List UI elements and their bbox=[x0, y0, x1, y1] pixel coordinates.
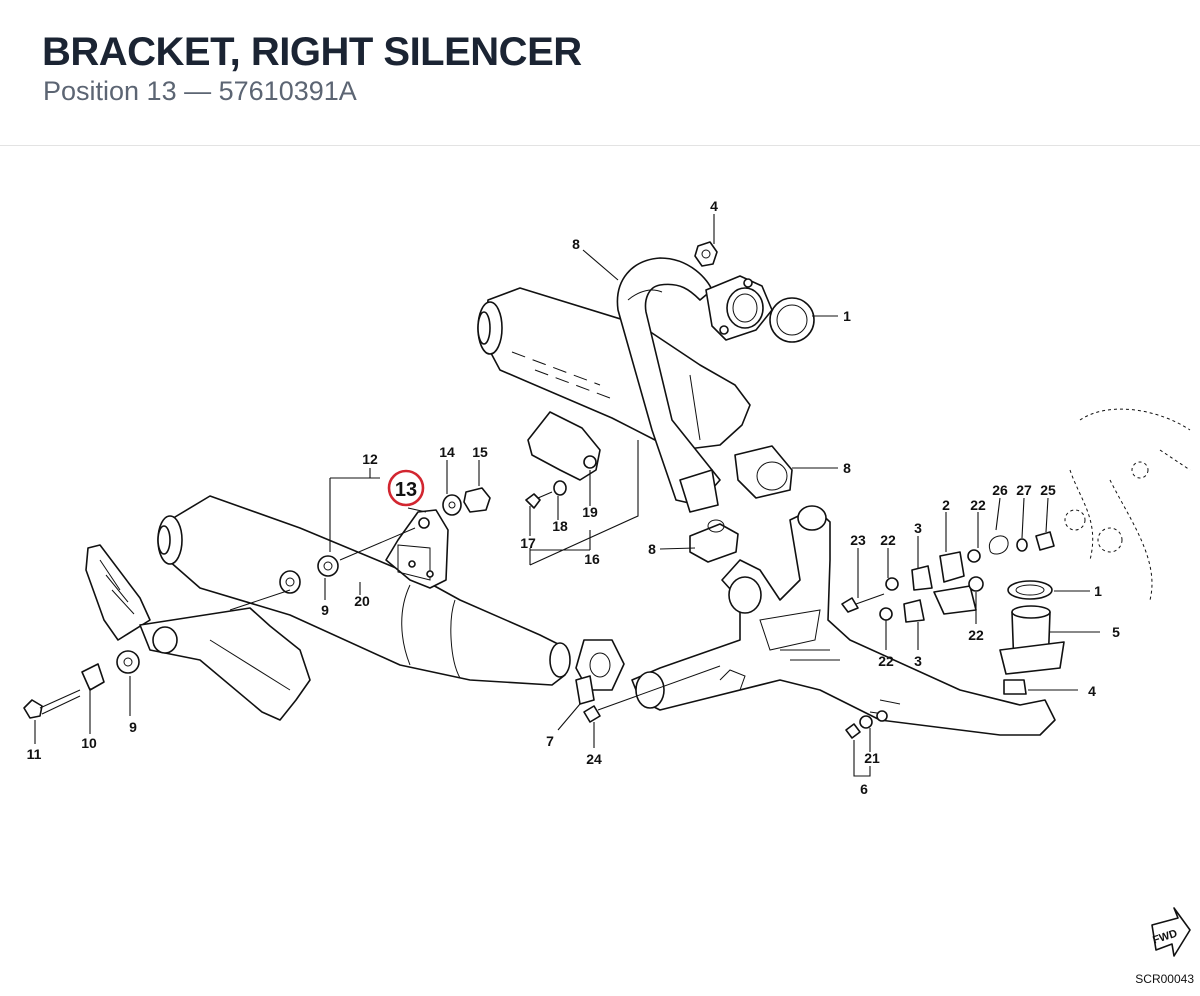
position-label: Position 13 bbox=[43, 76, 177, 106]
callout-6[interactable]: 8 bbox=[572, 236, 580, 252]
engine-outline-drawing bbox=[1064, 408, 1191, 601]
callout-15[interactable]: 15 bbox=[472, 444, 488, 460]
drawing-code: SCR00043 bbox=[1135, 972, 1194, 986]
exploded-parts-diagram: 4 8 1 8 12 14 15 19 18 17 16 8 9 20 9 10… bbox=[0, 147, 1200, 991]
highlighted-callout-13[interactable]: 13 bbox=[387, 469, 425, 507]
fwd-arrow: FWD bbox=[1151, 907, 1191, 957]
upper-silencer-bracket-drawing bbox=[525, 411, 601, 509]
callout-9-upper[interactable]: 9 bbox=[321, 602, 329, 618]
callout-1-lower[interactable]: 1 bbox=[1094, 583, 1102, 599]
callout-3-upper[interactable]: 3 bbox=[914, 520, 922, 536]
callout-3-lower[interactable]: 3 bbox=[914, 653, 922, 669]
exhaust-port-parts-drawing bbox=[999, 580, 1065, 695]
part-number: 57610391A bbox=[218, 76, 357, 106]
callout-4-top[interactable]: 4 bbox=[710, 198, 718, 214]
highlight-ring bbox=[387, 469, 425, 507]
callout-2[interactable]: 2 bbox=[942, 497, 950, 513]
callout-7[interactable]: 6 bbox=[860, 781, 868, 797]
diagram-svg: 4 8 1 8 12 14 15 19 18 17 16 8 9 20 9 10… bbox=[23, 198, 1194, 986]
callout-12[interactable]: 12 bbox=[362, 451, 378, 467]
callout-25[interactable]: 25 bbox=[1040, 482, 1056, 498]
callout-21[interactable]: 21 bbox=[864, 750, 880, 766]
engine-mount-hardware-drawing bbox=[841, 531, 1055, 739]
callout-14[interactable]: 14 bbox=[439, 444, 455, 460]
callout-17[interactable]: 17 bbox=[520, 535, 536, 551]
callout-4-lower[interactable]: 4 bbox=[1088, 683, 1096, 699]
callout-22-d[interactable]: 22 bbox=[878, 653, 894, 669]
callout-9-lower[interactable]: 9 bbox=[129, 719, 137, 735]
leader-lines bbox=[34, 214, 1100, 777]
left-silencer-drawing bbox=[157, 487, 571, 686]
callout-5[interactable]: 5 bbox=[1112, 624, 1120, 640]
callout-8-upper[interactable]: 8 bbox=[843, 460, 851, 476]
callout-22-b[interactable]: 22 bbox=[970, 497, 986, 513]
callout-22-a[interactable]: 22 bbox=[880, 532, 896, 548]
callout-11[interactable]: 11 bbox=[27, 746, 42, 762]
callout-16[interactable]: 16 bbox=[584, 551, 600, 567]
callout-23[interactable]: 23 bbox=[850, 532, 866, 548]
page-header: BRACKET, RIGHT SILENCER Position 13 — 57… bbox=[0, 0, 1200, 146]
subtitle-separator: — bbox=[184, 76, 212, 106]
page-subtitle: Position 13 — 57610391A bbox=[43, 76, 357, 107]
page-title: BRACKET, RIGHT SILENCER bbox=[42, 30, 582, 74]
callout-8-middle[interactable]: 8 bbox=[648, 541, 656, 557]
callout-10[interactable]: 10 bbox=[81, 735, 97, 751]
callout-labels: 4 8 1 8 12 14 15 19 18 17 16 8 9 20 9 10… bbox=[27, 198, 1121, 797]
callout-19[interactable]: 19 bbox=[582, 504, 598, 520]
callout-1-top[interactable]: 1 bbox=[843, 308, 851, 324]
callout-18[interactable]: 18 bbox=[552, 518, 568, 534]
callout-20[interactable]: 20 bbox=[354, 593, 370, 609]
callout-26[interactable]: 26 bbox=[992, 482, 1008, 498]
callout-13[interactable]: 13 bbox=[395, 479, 417, 501]
callout-27[interactable]: 27 bbox=[1016, 482, 1032, 498]
callout-8-lower[interactable]: 7 bbox=[546, 733, 554, 749]
callout-24[interactable]: 24 bbox=[586, 751, 602, 767]
footpeg-hanger-drawing bbox=[23, 544, 311, 721]
fwd-arrow-icon bbox=[1151, 907, 1191, 957]
callout-22-c[interactable]: 22 bbox=[968, 627, 984, 643]
header-pipe-6-drawing bbox=[616, 241, 815, 513]
